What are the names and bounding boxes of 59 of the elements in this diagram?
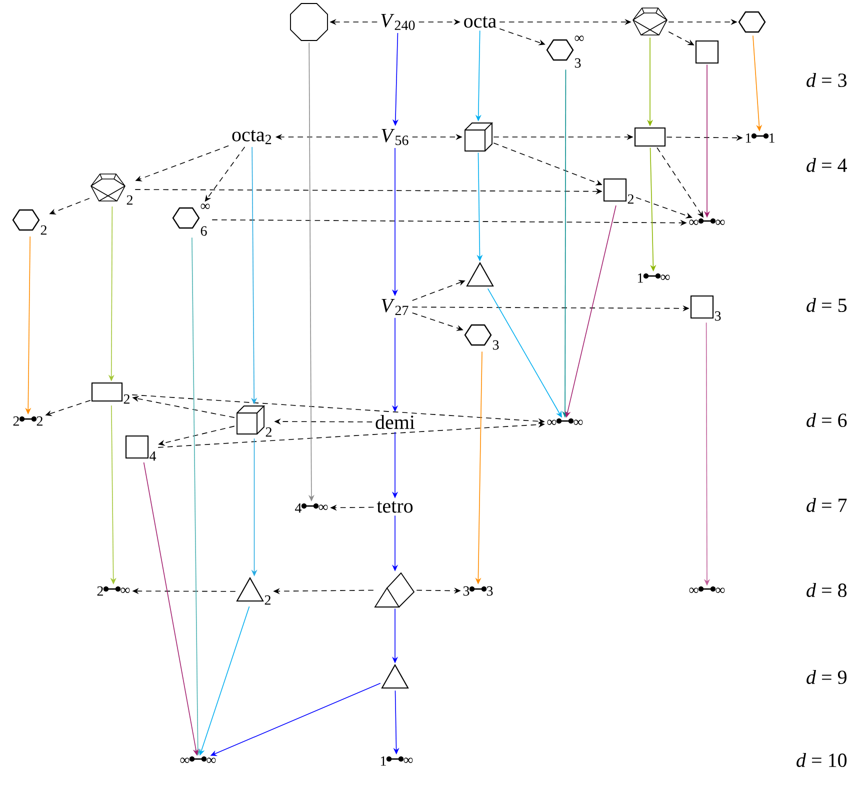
node-label: ∞	[574, 420, 583, 425]
node-label: ∞	[404, 758, 413, 763]
node-label: ∞	[318, 504, 328, 510]
dynkin-diagram: 2 ∞	[97, 586, 130, 596]
node-label: ∞	[689, 588, 698, 593]
math-label: tetro	[376, 501, 413, 513]
node-label: 4	[295, 503, 302, 513]
dynkin-diagram: 1 ∞	[638, 273, 670, 283]
node-label: 1	[638, 273, 643, 283]
node-label: ∞	[716, 588, 725, 593]
rectangle-symbol	[634, 127, 666, 147]
row-label: d = 4	[806, 158, 847, 172]
math-label: demi	[376, 414, 415, 430]
node-label: ∞	[547, 420, 556, 425]
node-label: ∞	[716, 220, 725, 225]
square-symbol	[695, 40, 719, 64]
node-label: 1	[380, 756, 386, 766]
triangle-symbol	[466, 262, 494, 287]
cube-drawing: 2	[236, 406, 272, 437]
node-label: 2	[13, 416, 19, 426]
row-label: d = 7	[806, 498, 847, 512]
node-label: 2	[36, 416, 42, 426]
dynkin-diagram: 2 2	[13, 416, 42, 426]
row-label: d = 5	[806, 298, 847, 312]
node-label: ∞	[206, 758, 216, 763]
polyhedron-drawing: 2	[90, 174, 132, 205]
prism-drawing	[374, 572, 415, 608]
math-label: V$_{27}$	[382, 299, 408, 315]
math-label: V$_{240}$	[381, 14, 415, 30]
node-label: 3	[486, 586, 493, 596]
dynkin-diagram: 3 3	[463, 586, 493, 596]
dynkin-diagram: ∞ ∞	[689, 218, 725, 225]
dynkin-diagram: 1 1	[746, 133, 774, 143]
math-label: V$_{56}$	[382, 128, 408, 146]
node-label: ∞	[689, 220, 698, 225]
node-label: 3	[463, 586, 470, 596]
dynkin-diagram: 4 ∞	[295, 503, 328, 513]
math-label: octa	[464, 16, 496, 28]
math-label: octa$_{2}$	[232, 130, 272, 144]
dynkin-diagram: 1 ∞	[380, 756, 413, 766]
node-label: ∞	[180, 758, 190, 763]
row-label: d = 10	[796, 752, 847, 768]
dynkin-diagram: ∞ ∞	[180, 756, 216, 763]
row-label: d = 3	[806, 72, 847, 88]
row-label: d = 8	[806, 582, 847, 598]
node-label: ∞	[120, 588, 130, 593]
cube-drawing	[464, 122, 494, 152]
dynkin-diagram: ∞ ∞	[547, 418, 583, 425]
node-label: 2	[97, 586, 103, 596]
row-label: d = 6	[806, 412, 847, 428]
row-label: d = 9	[806, 670, 846, 684]
node-label: ∞	[660, 274, 670, 280]
octagon-symbol	[290, 3, 328, 41]
node-label: 1	[746, 133, 751, 143]
dynkin-diagram: ∞ ∞	[689, 586, 725, 593]
triangle-symbol	[381, 664, 409, 689]
polyhedron-drawing	[632, 8, 668, 36]
hexagon-symbol	[738, 11, 766, 33]
node-label: 1	[770, 133, 774, 143]
